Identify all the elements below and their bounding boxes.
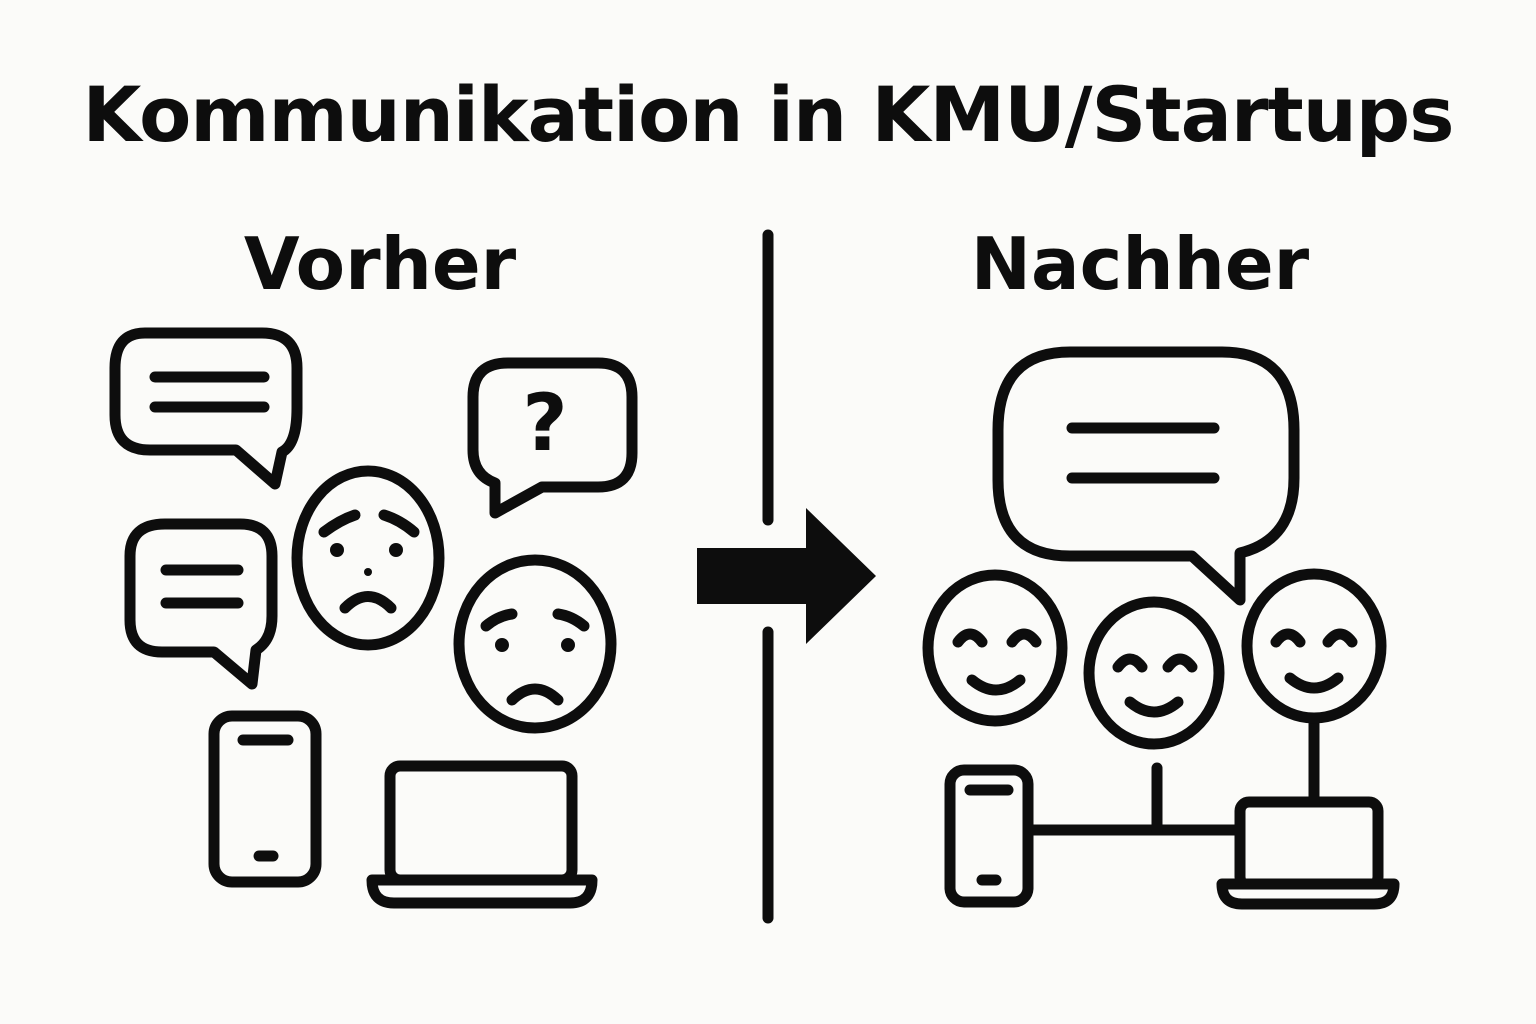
smartphone-icon bbox=[208, 710, 322, 888]
happy-face-icon bbox=[1241, 568, 1387, 724]
happy-face-icon bbox=[922, 569, 1068, 727]
after-heading: Nachher bbox=[970, 222, 1310, 306]
speech-bubble-icon bbox=[109, 327, 303, 490]
question-mark: ? bbox=[522, 379, 568, 469]
smartphone-icon bbox=[944, 764, 1034, 908]
sad-face-icon bbox=[453, 554, 617, 734]
laptop-icon bbox=[366, 760, 598, 909]
arrow-right-icon bbox=[697, 508, 876, 644]
worried-face-icon bbox=[291, 465, 445, 651]
speech-bubble-icon bbox=[124, 518, 278, 690]
question-bubble-icon bbox=[467, 357, 638, 519]
happy-face-icon bbox=[1083, 596, 1225, 750]
page-title: Kommunikation in KMU/Startups bbox=[82, 70, 1455, 159]
network-connections bbox=[1024, 712, 1320, 836]
before-heading: Vorher bbox=[243, 222, 517, 306]
laptop-icon bbox=[1216, 796, 1400, 910]
speech-bubble-icon bbox=[992, 346, 1300, 606]
